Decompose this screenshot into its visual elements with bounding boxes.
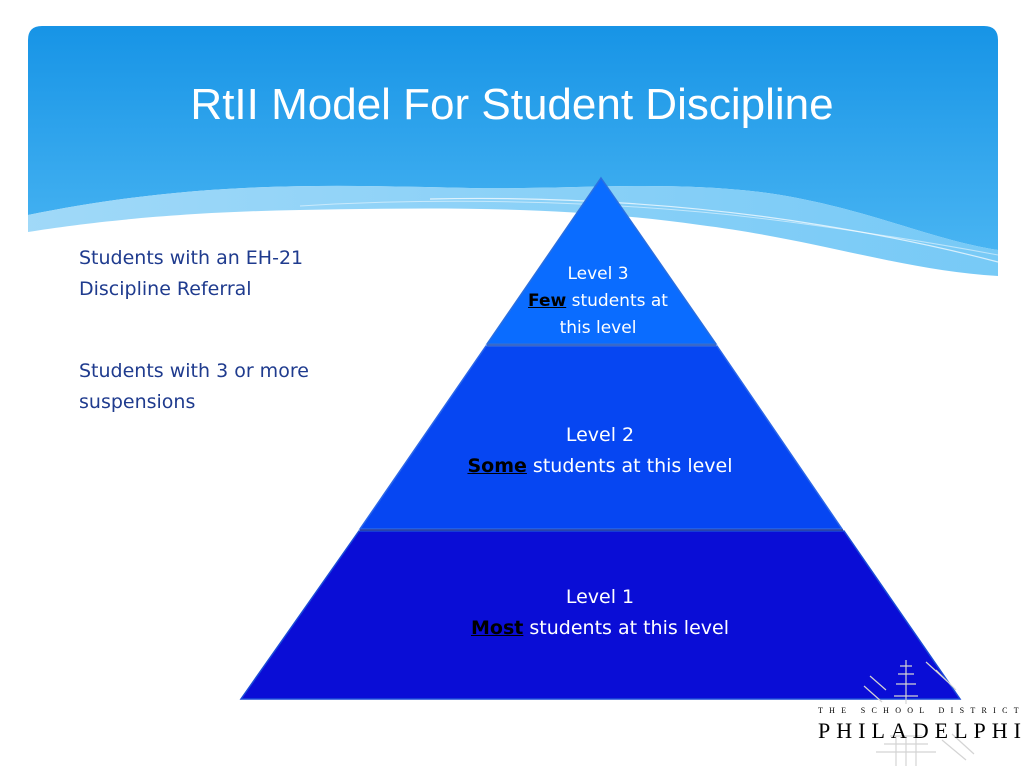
level-3-label: Level 3 Few students at this level	[510, 261, 686, 342]
logo-top-line: THE SCHOOL DISTRICT OF	[818, 706, 1024, 715]
level-1-label: Level 1 Most students at this level	[400, 582, 800, 644]
level-2-name: Level 2	[565, 424, 635, 446]
level-2-description: students at this level	[526, 455, 733, 477]
level-1-description: students at this level	[523, 617, 729, 639]
level-2-label: Level 2 Some students at this level	[400, 420, 800, 482]
note-suspensions: Students with 3 or more suspensions	[79, 360, 309, 413]
level-1-emphasis: Most	[471, 617, 524, 639]
slide-title: RtII Model For Student Discipline	[190, 80, 834, 129]
level-3-emphasis: Few	[528, 291, 567, 311]
city-hall-emblem-icon	[863, 660, 975, 766]
level-3-description: students at this level	[559, 291, 668, 338]
school-district-logo: THE SCHOOL DISTRICT OF PHILADELPHIA	[806, 656, 1024, 768]
level-3-name: Level 3	[567, 264, 629, 284]
note-eh21-referral: Students with an EH-21 Discipline Referr…	[79, 247, 304, 300]
pyramid-level-3	[485, 176, 718, 345]
level-2-emphasis: Some	[467, 455, 527, 477]
level-1-name: Level 1	[565, 586, 635, 608]
logo-name: PHILADELPHIA	[818, 718, 1024, 743]
